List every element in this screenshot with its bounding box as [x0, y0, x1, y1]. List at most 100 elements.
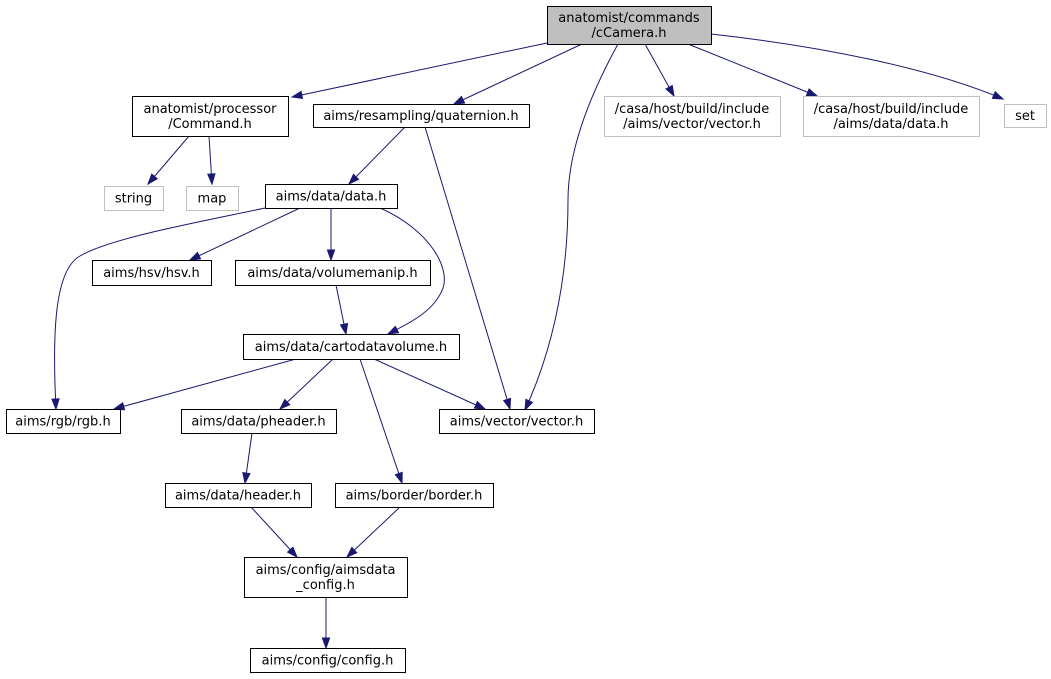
arrowhead-icon [207, 173, 216, 186]
edge-data-to-cartodatavolume [379, 207, 445, 335]
node-box [335, 483, 494, 508]
node-cartodatavolume[interactable]: aims/data/cartodatavolume.h [243, 334, 460, 360]
node-volumemanip[interactable]: aims/data/volumemanip.h [235, 260, 431, 286]
node-box [1004, 104, 1047, 128]
node-label: aims/data/pheader.h [191, 415, 325, 430]
node-box [165, 483, 312, 508]
arrowhead-icon [991, 90, 1005, 100]
node-rgb[interactable]: aims/rgb/rgb.h [6, 409, 121, 434]
edge-ccamera-to-vector [524, 43, 619, 412]
edge-volumemanip-to-cartodatavolume [335, 284, 349, 336]
node-vector[interactable]: aims/vector/vector.h [439, 409, 595, 434]
node-pheader[interactable]: aims/data/pheader.h [181, 409, 337, 434]
arrowhead-icon [278, 398, 291, 411]
edge-line [687, 43, 818, 97]
edge-line [54, 207, 266, 410]
arrowhead-icon [473, 400, 487, 410]
arrowhead-icon [502, 397, 512, 411]
node-box [547, 6, 712, 45]
node-label: aims/rgb/rgb.h [15, 415, 110, 430]
edge-ccamera-to-set [710, 33, 1005, 100]
arrowhead-icon [394, 471, 403, 485]
node-box [313, 104, 530, 128]
node-map: map [186, 186, 239, 211]
edge-header-to-aimsdata_config [250, 506, 298, 559]
edges-layer [51, 33, 1005, 650]
node-label: aims/data/cartodatavolume.h [255, 340, 447, 355]
edge-pheader-to-header [242, 432, 253, 485]
edge-line [147, 135, 190, 185]
edge-quaternion-to-vector [424, 126, 512, 411]
edge-line [250, 506, 298, 558]
node-box [235, 260, 431, 286]
edge-line [710, 33, 1004, 100]
node-label: /casa/host/build/include [814, 102, 969, 117]
edge-line [379, 207, 445, 335]
node-aimsdata-config[interactable]: aims/config/aimsdata_config.h [244, 557, 408, 598]
arrowhead-icon [805, 88, 819, 97]
arrowhead-icon [188, 251, 202, 261]
node-label: map [198, 192, 227, 207]
node-label: aims/vector/vector.h [450, 415, 583, 430]
node-box [243, 334, 460, 360]
node-label: /Command.h [168, 117, 252, 132]
node-label: aims/data/volumemanip.h [247, 266, 417, 281]
edge-ccamera-to-quaternion [452, 43, 583, 105]
node-box [92, 260, 212, 286]
nodes-layer: anatomist/commands/cCamera.h anatomist/pr… [6, 6, 1047, 673]
node-config[interactable]: aims/config/config.h [250, 648, 406, 673]
edge-ccamera-to-ext_vector [644, 43, 675, 98]
node-box [186, 186, 239, 211]
edge-data-to-rgb [51, 207, 266, 411]
node-header[interactable]: aims/data/header.h [165, 483, 312, 508]
node-command[interactable]: anatomist/processor/Command.h [132, 96, 289, 137]
arrowhead-icon [286, 546, 298, 559]
node-label: anatomist/commands [558, 11, 700, 26]
node-data[interactable]: aims/data/data.h [265, 184, 398, 209]
node-set: set [1004, 104, 1047, 128]
node-box [244, 557, 408, 598]
edge-line [189, 207, 301, 261]
edge-ccamera-to-command [290, 42, 548, 100]
edge-line [453, 43, 583, 105]
edge-cartodatavolume-to-pheader [278, 358, 334, 411]
edge-line [113, 358, 297, 410]
arrowhead-icon [347, 173, 360, 186]
arrowhead-icon [242, 472, 251, 485]
arrowhead-icon [345, 546, 358, 559]
node-ccamera[interactable]: anatomist/commands/cCamera.h [547, 6, 712, 45]
edge-command-to-string [147, 135, 190, 186]
edge-data-to-hsv [188, 207, 301, 261]
edge-cartodatavolume-to-rgb [112, 358, 297, 411]
node-label: /aims/data/data.h [833, 117, 948, 132]
node-box [604, 96, 781, 137]
node-quaternion[interactable]: aims/resampling/quaternion.h [313, 104, 530, 128]
node-box [181, 409, 337, 434]
arrowhead-icon [290, 90, 304, 100]
edge-line [348, 126, 406, 185]
arrowhead-icon [112, 402, 126, 411]
node-box [439, 409, 595, 434]
node-label: aims/hsv/hsv.h [103, 266, 200, 281]
node-label: aims/resampling/quaternion.h [323, 109, 518, 124]
arrowhead-icon [524, 398, 534, 412]
node-box [265, 184, 398, 209]
node-ext-vector: /casa/host/build/include/aims/vector/vec… [604, 96, 781, 137]
edge-line [524, 43, 619, 411]
node-hsv[interactable]: aims/hsv/hsv.h [92, 260, 212, 286]
edge-line [346, 506, 401, 558]
edge-quaternion-to-data [347, 126, 406, 186]
arrowhead-icon [452, 95, 466, 105]
edge-aimsdata_config-to-config [321, 597, 331, 650]
node-box [104, 186, 164, 211]
edge-data-to-volumemanip [326, 208, 336, 262]
edge-line [279, 358, 334, 410]
node-label: _config.h [295, 578, 355, 593]
node-border[interactable]: aims/border/border.h [335, 483, 494, 508]
edge-border-to-aimsdata_config [345, 506, 401, 559]
edge-line [291, 42, 548, 98]
node-label: aims/data/data.h [276, 190, 387, 205]
arrowhead-icon [51, 398, 60, 411]
edge-command-to-map [207, 135, 216, 186]
